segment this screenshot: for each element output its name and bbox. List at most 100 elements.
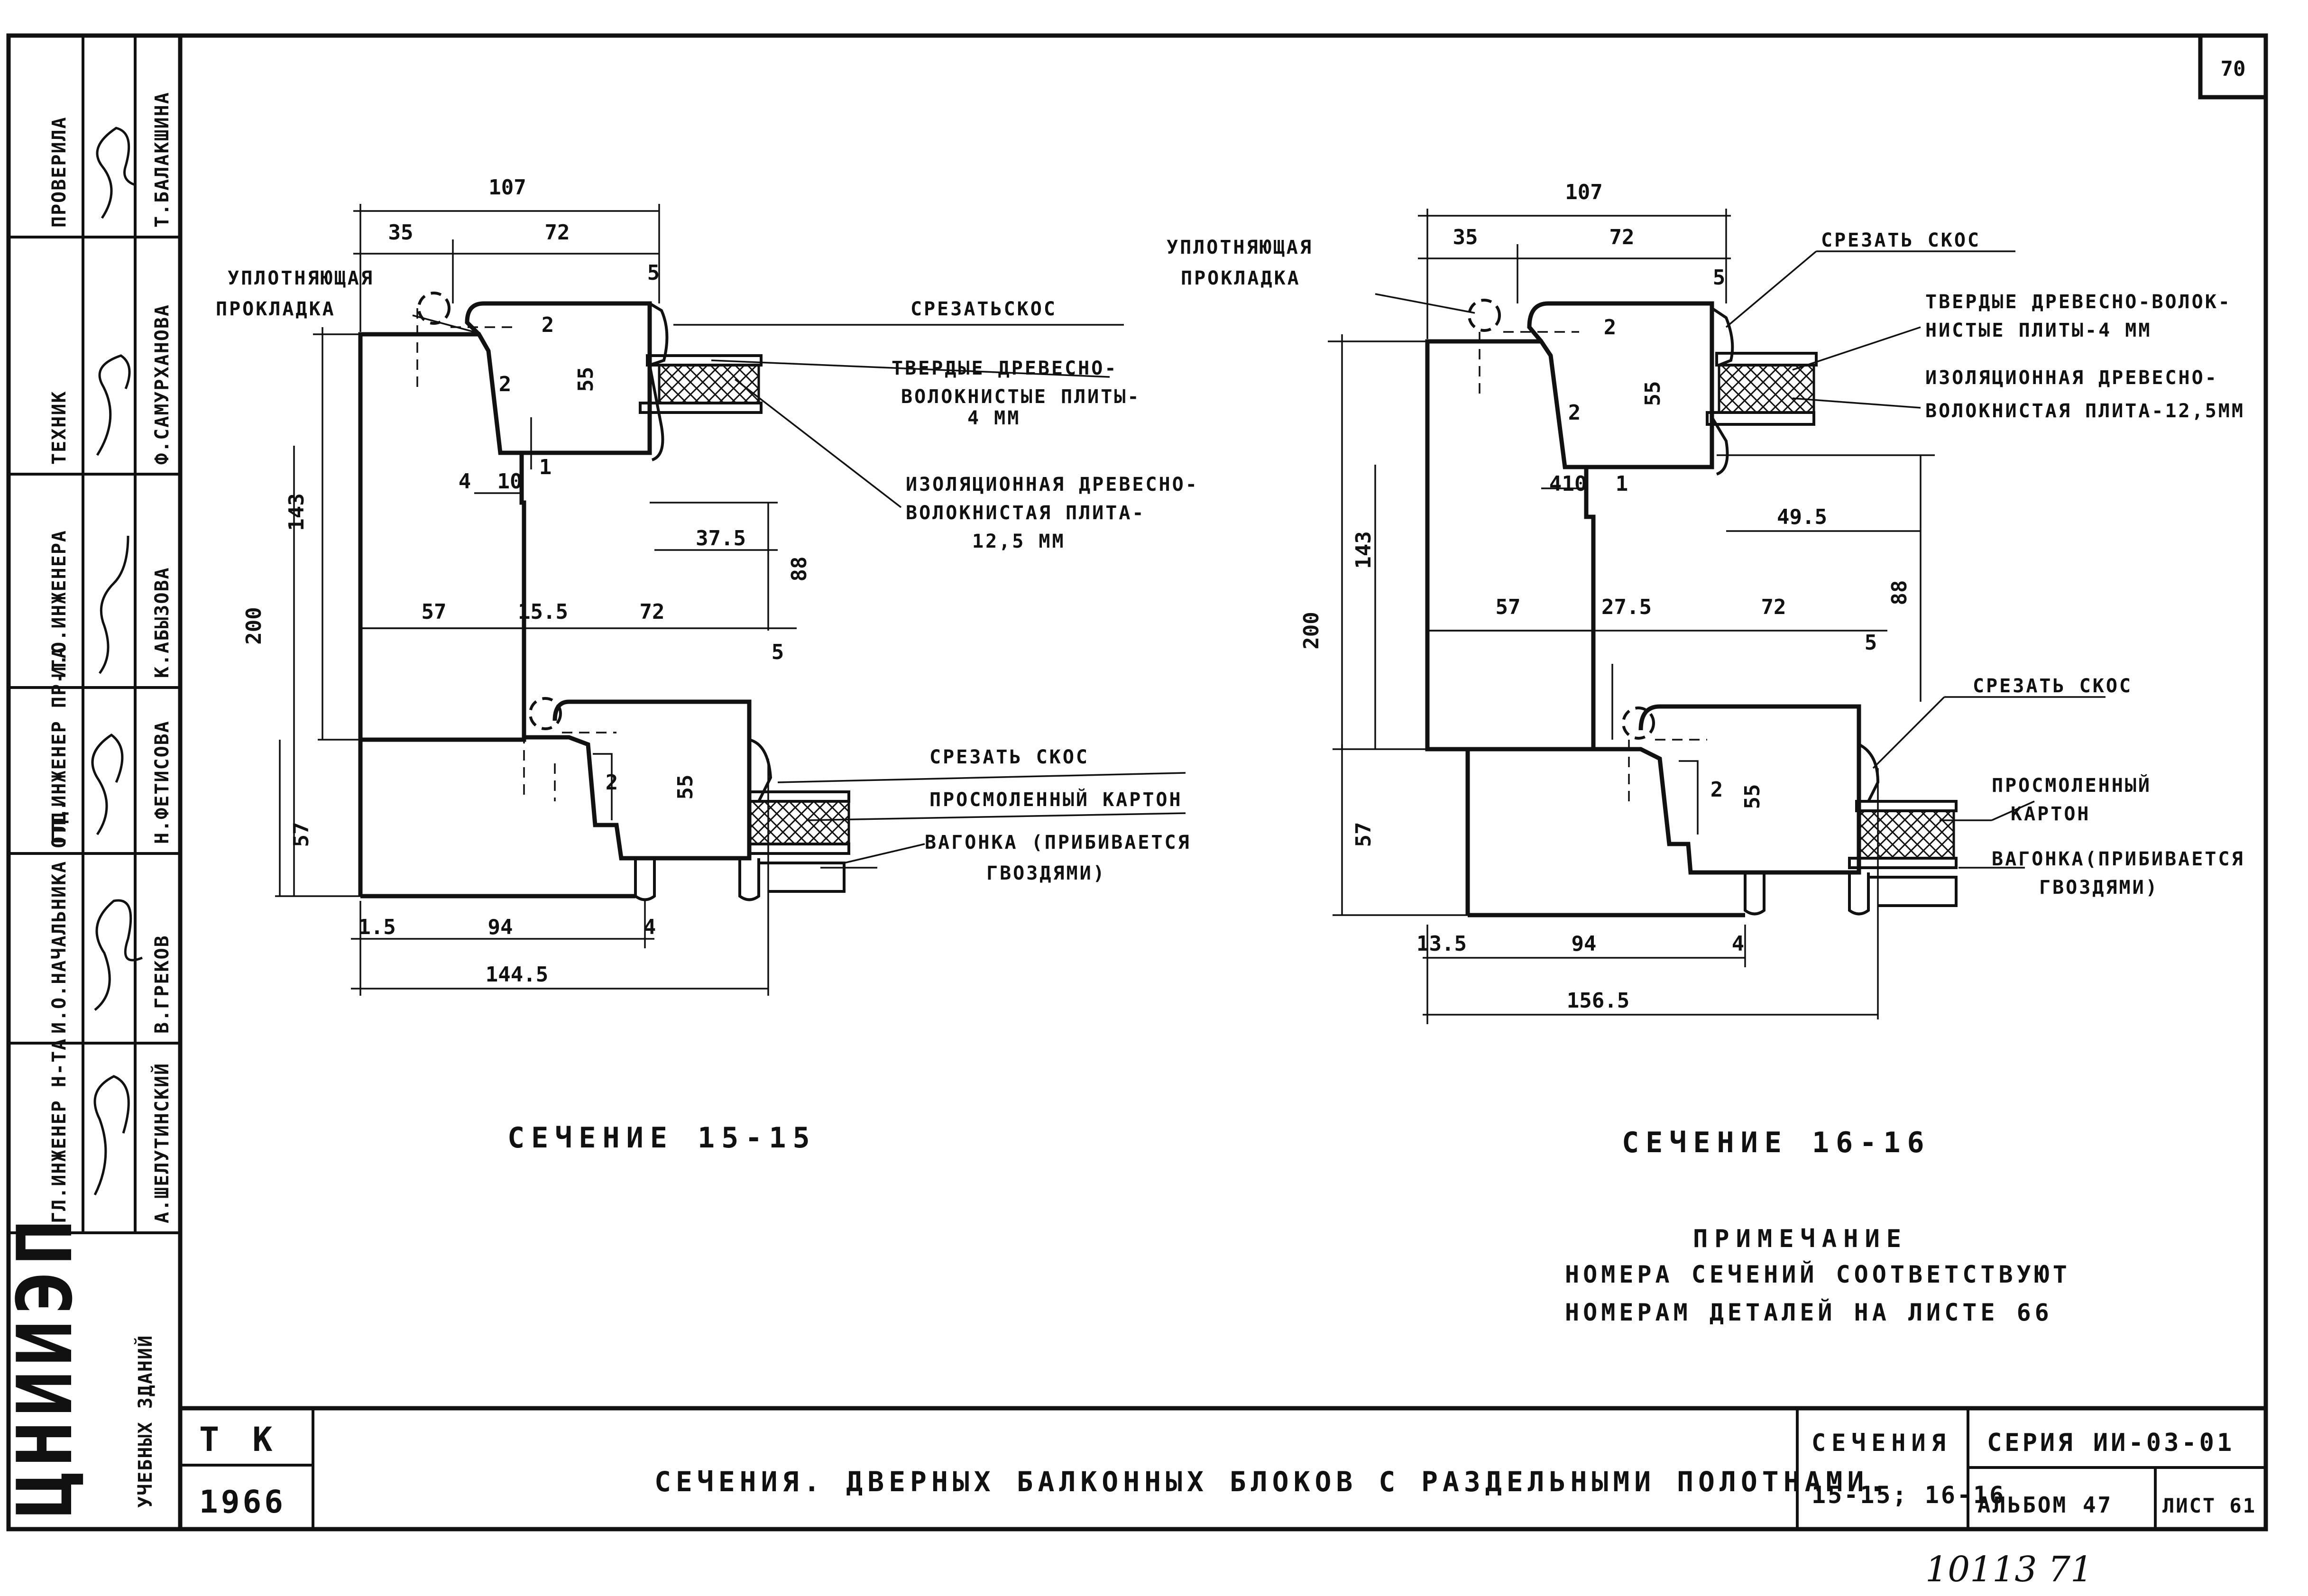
name-6: Т.БАЛАКШИНА	[151, 92, 173, 228]
section-15-labels: УПЛОТНЯЮЩАЯ ПРОКЛАДКА СРЕЗАТЬСКОС ТВЕРДЫ…	[216, 267, 1199, 1155]
s16-dim-57a: 57	[1496, 595, 1521, 619]
s15-dim-15: 1.5	[358, 915, 395, 939]
title-sections-value: 15-15; 16-16	[1811, 1481, 2005, 1509]
title-sheet: ЛИСТ 61	[2162, 1494, 2256, 1517]
s15-dim-55b: 55	[673, 775, 698, 800]
s16-caption: СЕЧЕНИЕ 16-16	[1622, 1126, 1931, 1159]
s16-dim-4: 4	[1549, 472, 1562, 496]
s16-dim-4b: 4	[1732, 932, 1745, 956]
s15-dim-5a: 5	[647, 261, 660, 285]
s15-dim-200: 200	[242, 607, 266, 644]
sheet-frame	[6, 33, 2268, 1532]
s15-dim-4b: 4	[644, 915, 656, 939]
name-1: А.ШЕЛУТИНСКИЙ	[150, 1063, 173, 1223]
role-4: И.О.ИНЖЕНЕРА	[48, 530, 70, 678]
s15-dim-88: 88	[787, 557, 811, 582]
note-title: ПРИМЕЧАНИЕ	[1693, 1225, 1908, 1253]
s16-dim-35: 35	[1453, 225, 1478, 249]
s16-cut-bevel-2: СРЕЗАТЬ СКОС	[1973, 675, 2133, 697]
s16-gasket-2: ПРОКЛАДКА	[1181, 267, 1301, 289]
s15-dim-10: 10	[497, 469, 523, 494]
s16-cut-bevel: СРЕЗАТЬ СКОС	[1821, 229, 1981, 251]
role-2: И.О.НАЧАЛЬНИКА ОТД.	[48, 798, 70, 1034]
s15-dim-1: 1	[539, 455, 552, 479]
s15-dim-57a: 57	[422, 600, 447, 624]
s16-dim-55a: 55	[1641, 381, 1665, 406]
s16-lining-1: ВАГОНКА(ПРИБИВАЕТСЯ	[1992, 848, 2245, 870]
role-6: ПРОВЕРИЛА	[48, 116, 70, 228]
s15-dim-1445: 144.5	[486, 963, 548, 987]
s15-dim-35: 35	[388, 220, 414, 245]
s15-insulation-2: ВОЛОКНИСТАЯ ПЛИТА-	[906, 502, 1145, 524]
s15-dim-143: 143	[285, 493, 309, 531]
handwritten-signatures	[91, 127, 143, 1196]
title-series: СЕРИЯ ИИ-03-01	[1987, 1429, 2234, 1457]
s15-hardboard-3: 4 ММ	[967, 407, 1021, 429]
s16-dim-5b: 5	[1865, 631, 1877, 655]
title-main: СЕЧЕНИЯ. ДВЕРНЫХ БАЛКОННЫХ БЛОКОВ С РАЗД…	[654, 1466, 1890, 1498]
s16-dim-57b: 57	[1352, 822, 1376, 847]
s15-dim-2b: 2	[499, 372, 512, 396]
s15-dim-72a: 72	[545, 220, 570, 245]
s15-cut-bevel-2: СРЕЗАТЬ СКОС	[929, 746, 1089, 768]
s15-lining-1: ВАГОНКА (ПРИБИВАЕТСЯ	[925, 832, 1191, 853]
s16-dim-10: 10	[1562, 472, 1587, 496]
s16-dim-72b: 72	[1761, 595, 1786, 619]
note-line-1: НОМЕРА СЕЧЕНИЙ СООТВЕТСТВУЮТ	[1565, 1260, 2071, 1288]
s16-hardboard-2: НИСТЫЕ ПЛИТЫ-4 ММ	[1925, 320, 2152, 341]
section-16-leaders	[1375, 250, 2106, 869]
s16-dim-135: 13.5	[1416, 932, 1467, 956]
s16-hardboard-1: ТВЕРДЫЕ ДРЕВЕСНО-ВОЛОК-	[1925, 291, 2232, 313]
name-2: В.ГРЕКОВ	[151, 935, 173, 1034]
s16-dim-72a: 72	[1609, 225, 1635, 249]
title-block: Т К 1966 СЕЧЕНИЯ. ДВЕРНЫХ БАЛКОННЫХ БЛОК…	[180, 1408, 2266, 1529]
s16-dim-495: 49.5	[1777, 505, 1827, 529]
note-line-2: НОМЕРАМ ДЕТАЛЕЙ НА ЛИСТЕ 66	[1565, 1298, 2053, 1326]
section-15-leaders	[412, 314, 1186, 869]
name-3: Н.ФЕТИСОВА	[151, 720, 173, 844]
s16-dim-94: 94	[1572, 932, 1597, 956]
s16-dim-275: 27.5	[1601, 595, 1652, 619]
s16-insulation-2: ВОЛОКНИСТАЯ ПЛИТА-12,5ММ	[1925, 400, 2245, 422]
s15-dim-2c: 2	[606, 770, 618, 795]
s15-hardboard-2: ВОЛОКНИСТЫЕ ПЛИТЫ-	[901, 386, 1140, 408]
section-15-dimension-labels: 107 35 72 5 2 2 55 143 200 4 10 1 37.5 8…	[242, 175, 811, 987]
s15-dim-72b: 72	[640, 600, 665, 624]
s15-dim-4: 4	[459, 469, 471, 494]
footer-number: 10113 71	[1925, 1549, 2093, 1590]
s16-tar-paper-2: КАРТОН	[2011, 803, 2091, 825]
sheet-number-box: 70	[2198, 33, 2268, 100]
s16-gasket-1: УПЛОТНЯЮЩАЯ	[1167, 237, 1313, 258]
s15-dim-94: 94	[488, 915, 513, 939]
s15-insulation-1: ИЗОЛЯЦИОННАЯ ДРЕВЕСНО-	[906, 474, 1199, 495]
section-16-dimensions	[1328, 209, 1935, 1024]
institute-logo: ЦНИИЭП	[0, 1215, 89, 1517]
s16-dim-1: 1	[1616, 472, 1628, 496]
role-1: ГЛ.ИНЖЕНЕР Н-ТА	[48, 1038, 70, 1223]
s15-gasket-2: ПРОКЛАДКА	[216, 298, 336, 320]
s16-dim-200: 200	[1299, 612, 1324, 649]
section-16-drawing	[1425, 299, 1958, 917]
signature-strip: ГЛ.ИНЖЕНЕР Н-ТА И.О.НАЧАЛЬНИКА ОТД. ГЛ.И…	[9, 36, 180, 1233]
s15-dim-5b: 5	[772, 640, 784, 664]
s16-dim-2a: 2	[1604, 315, 1617, 339]
sheet-number: 70	[2221, 57, 2246, 81]
s15-tar-paper: ПРОСМОЛЕННЫЙ КАРТОН	[929, 788, 1183, 811]
title-code: Т К	[199, 1420, 279, 1459]
title-year: 1966	[199, 1484, 286, 1520]
s15-dim-2a: 2	[542, 313, 554, 337]
s15-dim-55a: 55	[574, 367, 598, 392]
section-15-drawing	[358, 292, 850, 901]
s16-dim-143: 143	[1352, 531, 1376, 569]
s16-dim-1565: 156.5	[1567, 989, 1629, 1013]
s16-dim-55b: 55	[1740, 784, 1765, 809]
s16-dim-107: 107	[1565, 180, 1602, 204]
s15-cut-bevel: СРЕЗАТЬСКОС	[910, 298, 1057, 320]
s15-gasket-1: УПЛОТНЯЮЩАЯ	[228, 267, 374, 289]
s16-insulation-1: ИЗОЛЯЦИОННАЯ ДРЕВЕСНО-	[1925, 367, 2218, 389]
section-16-labels: УПЛОТНЯЮЩАЯ ПРОКЛАДКА СРЕЗАТЬ СКОС ТВЕРД…	[1167, 229, 2245, 1159]
name-4: К.АБЫЗОВА	[151, 567, 173, 678]
section-15-dimensions	[275, 204, 797, 996]
